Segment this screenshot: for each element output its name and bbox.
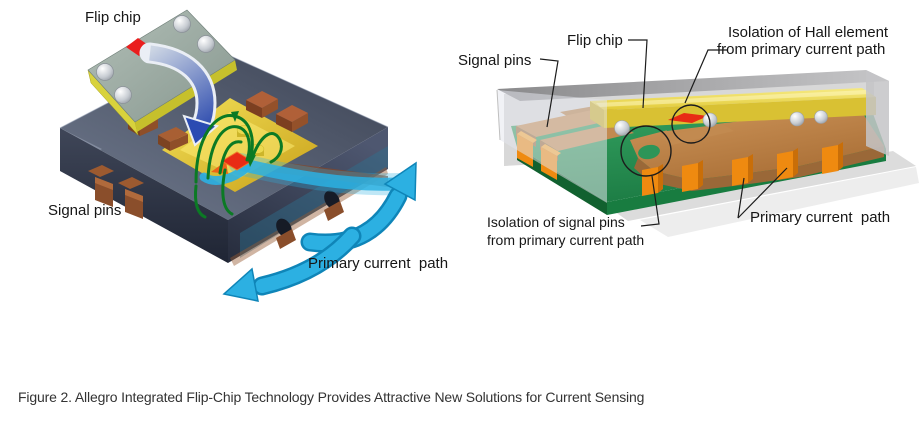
placement-arrow (139, 42, 220, 147)
current-path-arrows (199, 153, 417, 302)
leader-lines (539, 39, 788, 227)
isolation-hall-label-line1: Isolation of Hall element (728, 24, 889, 41)
magnetic-field-lines (194, 111, 283, 219)
isolation-hall-label-line2: from primary current path (717, 41, 886, 58)
left-illustration (59, 9, 417, 302)
isolation-signal-label-line2: from primary current path (487, 232, 645, 248)
right-illustration (496, 39, 919, 237)
right-primary-current-path-label: Primary current path (750, 209, 891, 226)
figure-caption: Figure 2. Allegro Integrated Flip-Chip T… (18, 389, 645, 405)
isolation-circle-hall (671, 104, 711, 144)
left-signal-pins-label: Signal pins (48, 202, 122, 219)
leader-isolation-hall (684, 49, 727, 104)
right-signal-pins-label: Signal pins (458, 52, 532, 69)
left-primary-current-path-label: Primary current path (308, 255, 449, 272)
left-flip-chip-label: Flip chip (85, 9, 141, 26)
edge-castellations (230, 167, 388, 266)
solder-ball (197, 35, 215, 53)
hall-element-right (668, 113, 708, 123)
isolation-circles (620, 104, 711, 177)
leader-flip-chip (628, 39, 648, 109)
solder-ball (114, 86, 132, 104)
solder-ball (173, 15, 191, 33)
leader-primary-a (737, 177, 745, 219)
leader-signal-pins (539, 58, 559, 128)
isolation-signal-label-line1: Isolation of signal pins (487, 214, 625, 230)
top-pads (246, 91, 308, 132)
leader-primary-b (737, 167, 788, 219)
signal-pin-tabs (88, 165, 144, 219)
right-flip-chip-label: Flip chip (567, 32, 623, 49)
isolation-circle-signal (620, 125, 672, 177)
leader-isolation-signal (640, 175, 660, 227)
solder-ball (96, 63, 114, 81)
